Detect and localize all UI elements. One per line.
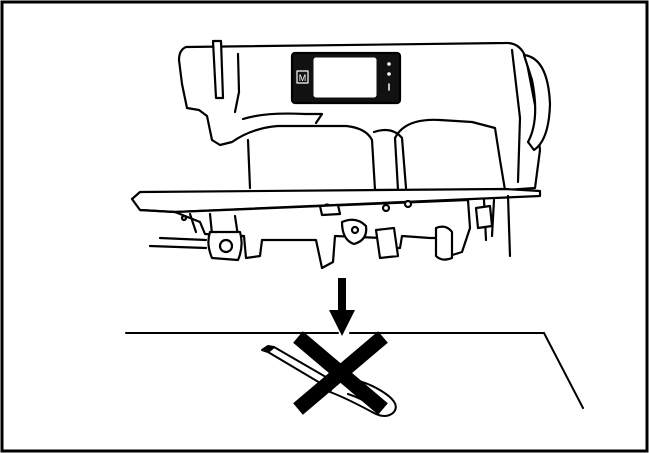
- down-arrow-icon: [329, 278, 355, 336]
- panel-screen: [313, 57, 377, 98]
- spool-pin: [211, 39, 225, 100]
- under-bed-boss-hole: [350, 225, 360, 235]
- pillar-curve: [372, 128, 408, 190]
- bed-front-edge: [138, 208, 177, 214]
- panel-key-2: [387, 72, 391, 76]
- rear-bracket: [474, 204, 494, 230]
- table-edge-diagonal: [543, 332, 584, 409]
- bobbin-housing: [374, 226, 400, 260]
- panel-logo-glyph: M: [299, 73, 307, 83]
- panel-key-1: [387, 62, 391, 66]
- sewing-machine: M: [130, 39, 552, 270]
- x-mark-icon: [293, 331, 388, 415]
- handwheel-line: [510, 48, 522, 184]
- needle-bar: [246, 138, 252, 190]
- x-mark-stroke-2: [293, 331, 388, 415]
- arrow-shaft: [338, 278, 346, 312]
- oil-reservoir-cap: [218, 238, 234, 254]
- arm-front-detail: [241, 112, 324, 125]
- under-bed-bracket: [318, 203, 342, 217]
- handwheel: [522, 53, 552, 152]
- under-bed-screw-4: [403, 199, 413, 209]
- arrow-head: [329, 310, 355, 336]
- hook-assembly: [434, 225, 454, 261]
- screwdriver-tip: [261, 345, 275, 353]
- under-bed-screw-3: [381, 203, 391, 213]
- knee-lifter-rod: [148, 236, 208, 250]
- under-bed-screw-1: [180, 214, 188, 222]
- rear-leg-2: [506, 194, 512, 258]
- machine-arm: [177, 41, 542, 192]
- arm-face-line: [233, 52, 241, 114]
- panel-logo-box: [296, 70, 309, 84]
